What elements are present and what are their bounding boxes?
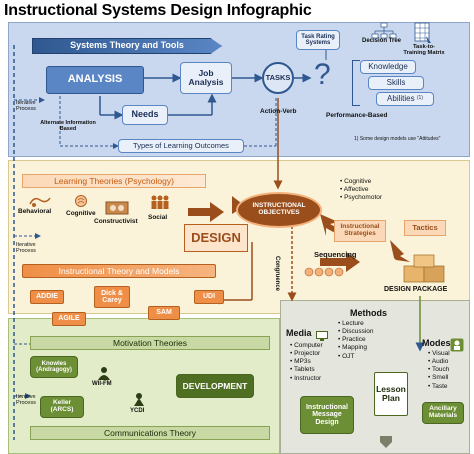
design-box[interactable]: DESIGN	[184, 224, 248, 252]
wiifm-icon	[96, 366, 112, 380]
modes-icon	[450, 338, 464, 352]
systems-theory-banner: Systems Theory and Tools	[32, 38, 222, 54]
social-icon	[148, 194, 172, 210]
ycdi-label: YCDI	[130, 408, 145, 414]
instructional-strategies-box[interactable]: Instructional Strategies	[334, 220, 386, 242]
ancillary-materials-box[interactable]: Ancillary Materials	[422, 402, 464, 424]
behavioral-label: Behavioral	[18, 208, 52, 215]
iterative-process-label-bottom: Iterative Process	[16, 394, 36, 407]
cognitive-icon	[74, 194, 88, 208]
methods-list: Lecture Discussion Practice Mapping OJT	[338, 320, 373, 361]
media-list: Computer Projector MP3s Tablets Instruct…	[290, 342, 323, 383]
needs-box[interactable]: Needs	[122, 105, 168, 125]
task-training-matrix-label: Task-to-Training Matrix	[403, 44, 445, 57]
theory-models-banner[interactable]: Instructional Theory and Models	[22, 264, 216, 278]
communications-theory-banner[interactable]: Communications Theory	[30, 426, 270, 440]
social-label: Social	[148, 214, 168, 221]
types-outcomes-box[interactable]: Types of Learning Outcomes	[118, 139, 244, 153]
constructivist-icon	[104, 196, 130, 216]
media-icon	[316, 328, 328, 341]
design-package-label: DESIGN PACKAGE	[384, 286, 448, 293]
tasks-circle[interactable]: TASKS	[262, 62, 294, 94]
performance-based-label: Performance-Based	[326, 112, 388, 119]
constructivist-label: Constructivist	[94, 218, 138, 225]
job-analysis-box[interactable]: Job Analysis	[180, 62, 232, 94]
udi-box[interactable]: UDI	[194, 290, 224, 304]
development-box[interactable]: DEVELOPMENT	[176, 374, 254, 398]
matrix-icon	[414, 22, 432, 44]
task-rating-box[interactable]: Task Rating Systems	[296, 30, 340, 50]
abilities-box[interactable]: Abilities (1)	[376, 92, 434, 106]
learning-theories-banner[interactable]: Learning Theories (Psychology)	[22, 174, 206, 188]
decision-tree-icon	[370, 22, 398, 40]
design-package-icon	[402, 254, 448, 284]
knowles-box[interactable]: Knowles (Andragogy)	[30, 356, 78, 378]
ksa-bracket	[352, 60, 360, 106]
behavioral-icon	[28, 194, 52, 208]
alternate-info-label: Alternate Information Based	[40, 120, 96, 133]
modes-label: Modes	[422, 338, 451, 348]
lesson-plan-doc[interactable]: Lesson Plan	[374, 372, 408, 416]
instructional-message-design-box[interactable]: Instructional Message Design	[300, 396, 354, 434]
domains-list: Cognitive Affective Psychomotor	[340, 178, 382, 202]
instructional-objectives-ellipse[interactable]: INSTRUCTIONAL OBJECTIVES	[236, 192, 322, 228]
skills-box[interactable]: Skills	[368, 76, 424, 90]
sequence-dots	[304, 264, 354, 277]
congruence-label: Congruence	[274, 256, 280, 292]
addie-box[interactable]: ADDIE	[30, 290, 64, 304]
infographic-title: Instructional Systems Design Infographic	[4, 2, 312, 19]
cognitive-label: Cognitive	[66, 210, 96, 217]
modes-list: Visual Audio Touch Smell Taste	[428, 350, 450, 391]
action-verb-label: Action-Verb	[260, 108, 297, 115]
sam-box[interactable]: SAM	[148, 306, 180, 320]
iterative-process-label-top: Iterative Process	[16, 100, 36, 113]
ycdi-icon	[132, 392, 146, 406]
analysis-box[interactable]: ANALYSIS	[46, 66, 144, 94]
dick-carey-box[interactable]: Dick & Carey	[94, 286, 130, 308]
sequencing-label: Sequencing	[314, 250, 357, 259]
motivation-theories-banner[interactable]: Motivation Theories	[30, 336, 270, 350]
footnote: 1) Some design models use "Attitudes"	[354, 136, 441, 142]
decision-tree-label: Decision Tree	[362, 38, 402, 44]
iterative-process-label-middle: Iterative Process	[16, 242, 36, 255]
wiifm-label: WII-FM	[92, 381, 112, 387]
media-label: Media	[286, 328, 312, 338]
keller-box[interactable]: Keller (ARCS)	[40, 396, 84, 418]
agile-box[interactable]: AGILE	[52, 312, 86, 326]
methods-label: Methods	[350, 308, 387, 318]
tactics-box[interactable]: Tactics	[404, 220, 446, 236]
knowledge-box[interactable]: Knowledge	[360, 60, 416, 74]
question-mark: ?	[314, 58, 331, 91]
